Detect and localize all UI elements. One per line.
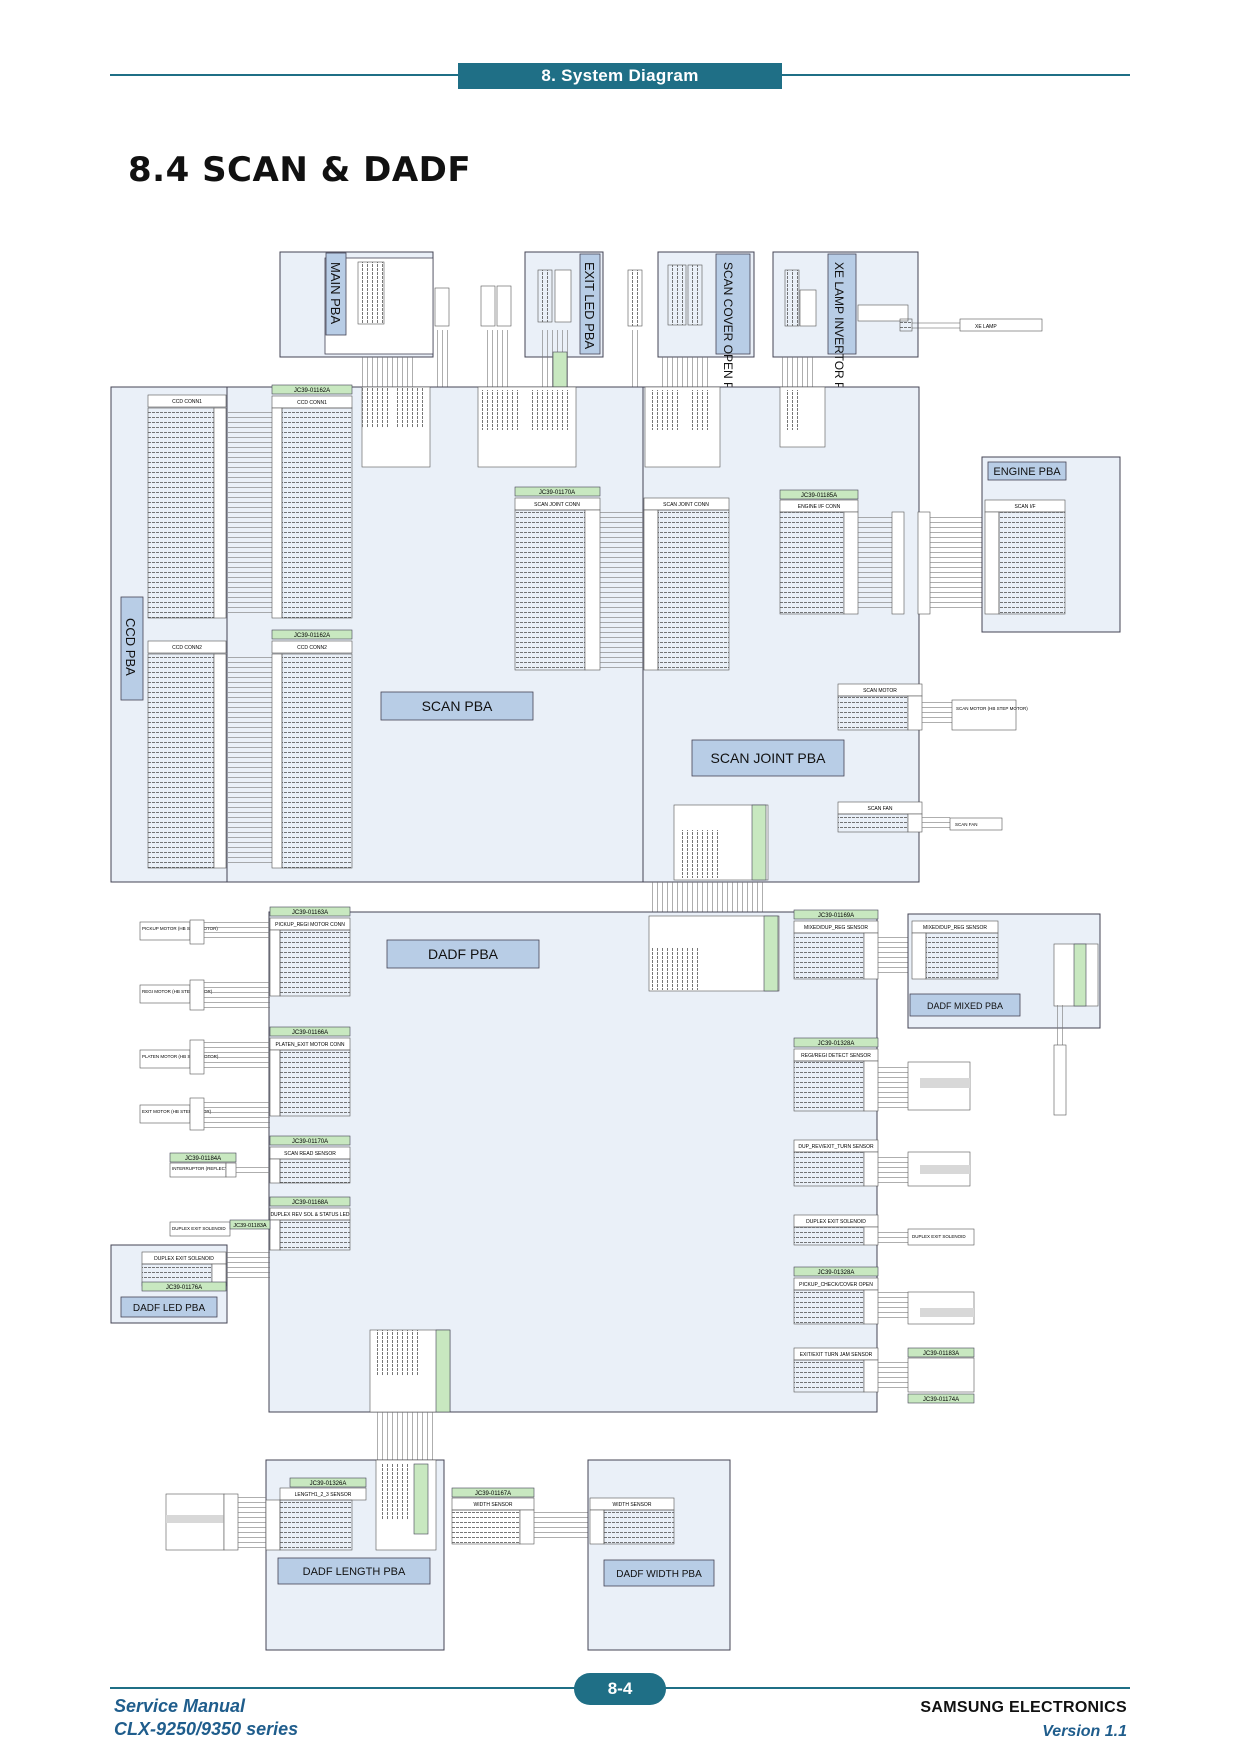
svg-text:JC39-01163A: JC39-01163A — [292, 910, 328, 916]
scan-joint-pba-label: SCAN JOINT PBA — [711, 750, 827, 766]
footer-brand: SAMSUNG ELECTRONICS — [920, 1699, 1127, 1716]
xe-lamp-invertor-pba-label: XE LAMP INVERTOR PBA — [827, 253, 857, 406]
scan-pba-label-box — [380, 691, 534, 721]
dadf-length-pba: JC39-01326A LENGTH1_2_3 SENSOR DADF LENG… — [265, 1459, 445, 1651]
svg-text:SCAN COVER OPEN PBA: SCAN COVER OPEN PBA — [721, 262, 735, 406]
dadf-region: DADF PBA JC39-01163A PICKUP_REGI MOTOR C… — [139, 906, 975, 1413]
svg-text:JC39-01183A: JC39-01183A — [923, 1351, 959, 1357]
section-tab: 8. System Diagram — [458, 63, 782, 89]
svg-text:DADF WIDTH PBA: DADF WIDTH PBA — [616, 1569, 702, 1580]
svg-text:DUPLEX EXIT SOLENOID: DUPLEX EXIT SOLENOID — [912, 1234, 966, 1239]
svg-text:INTERRUPTOR (REFLECTIVE): INTERRUPTOR (REFLECTIVE) — [172, 1166, 237, 1171]
svg-text:SCAN FAN: SCAN FAN — [867, 806, 892, 812]
svg-text:XE LAMP INVERTOR PBA: XE LAMP INVERTOR PBA — [832, 262, 846, 406]
svg-text:XE LAMP: XE LAMP — [975, 324, 997, 330]
svg-text:JC39-01328A: JC39-01328A — [818, 1041, 855, 1047]
svg-text:JC39-01326A: JC39-01326A — [310, 1481, 347, 1487]
svg-text:DADF LENGTH PBA: DADF LENGTH PBA — [303, 1566, 406, 1578]
svg-text:DUPLEX EXIT SOLENOID: DUPLEX EXIT SOLENOID — [172, 1226, 226, 1231]
svg-text:JC39-01176A: JC39-01176A — [166, 1285, 202, 1291]
dadf-pba-label: DADF PBA — [428, 946, 499, 962]
svg-text:JC39-01170A: JC39-01170A — [539, 490, 575, 496]
main-pba-label: MAIN PBA — [325, 252, 347, 336]
svg-text:DUPLEX REV SOL & STATUS LED: DUPLEX REV SOL & STATUS LED — [270, 1212, 349, 1218]
svg-text:CCD CONN1: CCD CONN1 — [297, 400, 327, 406]
svg-text:SCAN JOINT CONN: SCAN JOINT CONN — [663, 502, 709, 508]
dadf-mixed-pba: MIXED/DUP_REG SENSOR DADF MIXED PBA — [907, 913, 1101, 1116]
svg-text:JC39-01328A: JC39-01328A — [818, 1270, 855, 1276]
svg-text:CCD CONN1: CCD CONN1 — [172, 399, 202, 405]
manual-title: Service Manual — [114, 1696, 246, 1716]
svg-text:DUP_REV/EXIT_TURN SENSOR: DUP_REV/EXIT_TURN SENSOR — [798, 1144, 874, 1150]
footer-manual: Service Manual CLX-9250/9350 series — [114, 1695, 298, 1741]
svg-text:EXIT LED PBA: EXIT LED PBA — [582, 262, 597, 350]
svg-text:WIDTH SENSOR: WIDTH SENSOR — [613, 1502, 652, 1508]
ccd-pba-label: CCD PBA — [123, 618, 138, 676]
svg-text:EXIT MOTOR (HB STEP MOTOR): EXIT MOTOR (HB STEP MOTOR) — [142, 1109, 212, 1114]
svg-text:PICKUP MOTOR (HB STEP MOTOR): PICKUP MOTOR (HB STEP MOTOR) — [142, 926, 218, 931]
scan-pba-label: SCAN PBA — [422, 698, 493, 714]
svg-text:JC39-01166A: JC39-01166A — [292, 1030, 328, 1036]
length-sensors — [165, 1493, 266, 1551]
svg-text:JC39-01170A: JC39-01170A — [292, 1139, 328, 1145]
dadf-width-pba: WIDTH SENSOR DADF WIDTH PBA — [587, 1459, 731, 1651]
svg-text:SCAN READ SENSOR: SCAN READ SENSOR — [284, 1151, 336, 1157]
svg-text:SCAN FAN: SCAN FAN — [955, 822, 978, 827]
svg-text:PICKUP_CHECK/COVER OPEN: PICKUP_CHECK/COVER OPEN — [799, 1282, 873, 1288]
dadf-pba-label-box — [386, 939, 540, 969]
dadf-bottom-wires — [376, 1412, 436, 1462]
svg-text:EXIT/EXIT TURN JAM SENSOR: EXIT/EXIT TURN JAM SENSOR — [800, 1352, 873, 1358]
svg-text:SCAN MOTOR: SCAN MOTOR — [863, 688, 897, 694]
svg-text:JC39-01169A: JC39-01169A — [818, 913, 854, 919]
svg-text:WIDTH SENSOR: WIDTH SENSOR — [474, 1502, 513, 1508]
svg-text:PLATEN_EXIT MOTOR CONN: PLATEN_EXIT MOTOR CONN — [276, 1042, 345, 1048]
svg-text:LENGTH1_2_3 SENSOR: LENGTH1_2_3 SENSOR — [295, 1492, 352, 1498]
svg-text:JC39-01162A: JC39-01162A — [294, 633, 330, 639]
svg-text:PICKUP_REGI MOTOR CONN: PICKUP_REGI MOTOR CONN — [275, 922, 345, 928]
svg-text:MIXED/DUP_REG SENSOR: MIXED/DUP_REG SENSOR — [923, 925, 987, 931]
svg-text:JC39-01168A: JC39-01168A — [292, 1200, 328, 1206]
manual-series: CLX-9250/9350 series — [114, 1719, 299, 1739]
svg-text:JC39-01162A: JC39-01162A — [294, 388, 330, 394]
svg-text:SCAN MOTOR (HB STEP MOTOR): SCAN MOTOR (HB STEP MOTOR) — [956, 706, 1028, 711]
svg-text:JC39-01185A: JC39-01185A — [801, 493, 837, 499]
scan-dadf-wires — [650, 882, 766, 916]
svg-text:SCAN JOINT CONN: SCAN JOINT CONN — [534, 502, 580, 508]
svg-text:CCD CONN2: CCD CONN2 — [172, 645, 202, 651]
svg-text:REGI MOTOR (HB STEP MOTOR): REGI MOTOR (HB STEP MOTOR) — [142, 989, 213, 994]
svg-text:DADF MIXED PBA: DADF MIXED PBA — [927, 1001, 1003, 1011]
svg-text:SCAN I/F: SCAN I/F — [1014, 504, 1035, 510]
scan-joint-pba-label-box — [691, 739, 845, 777]
svg-text:JC39-01183A: JC39-01183A — [233, 1223, 267, 1229]
svg-text:DADF LED PBA: DADF LED PBA — [133, 1303, 206, 1314]
svg-text:PLATEN MOTOR (HB STEP MOTOR): PLATEN MOTOR (HB STEP MOTOR) — [142, 1054, 219, 1059]
dadf-led-pba: DUPLEX EXIT SOLENOID JC39-01176A DADF LE… — [110, 1244, 270, 1324]
svg-text:JC39-01167A: JC39-01167A — [475, 1491, 511, 1497]
svg-text:CCD CONN2: CCD CONN2 — [297, 645, 327, 651]
svg-text:JC39-01174A: JC39-01174A — [923, 1397, 959, 1403]
page-title: 8.4 SCAN & DADF — [128, 150, 472, 190]
width-sensor-block: JC39-01167A WIDTH SENSOR — [451, 1487, 590, 1545]
exit-led-pba-label: EXIT LED PBA — [579, 253, 601, 355]
scan-cover-open-pba-label: SCAN COVER OPEN PBA — [715, 253, 751, 406]
top-boards: MAIN PBA EXIT LED PBA SCAN COVER OPEN PB… — [279, 251, 1043, 406]
svg-text:MAIN PBA: MAIN PBA — [328, 262, 343, 324]
footer-version: Version 1.1 — [1042, 1723, 1127, 1740]
svg-text:JC39-01184A: JC39-01184A — [185, 1156, 221, 1162]
svg-text:DUPLEX EXIT SOLENOID: DUPLEX EXIT SOLENOID — [806, 1219, 866, 1225]
svg-text:MIXED/DUP_REG SENSOR: MIXED/DUP_REG SENSOR — [804, 925, 868, 931]
svg-text:REGI/REGI DETECT SENSOR: REGI/REGI DETECT SENSOR — [801, 1053, 871, 1059]
svg-text:ENGINE I/F CONN: ENGINE I/F CONN — [798, 504, 841, 510]
svg-text:DUPLEX EXIT SOLENOID: DUPLEX EXIT SOLENOID — [154, 1256, 214, 1262]
page-number: 8-4 — [574, 1673, 666, 1705]
top-wires — [362, 330, 814, 393]
engine-pba-label: ENGINE PBA — [993, 466, 1061, 478]
scan-region: CCD PBA CCD CONN1 CCD CONN2 JC39-01162A … — [110, 384, 1121, 883]
